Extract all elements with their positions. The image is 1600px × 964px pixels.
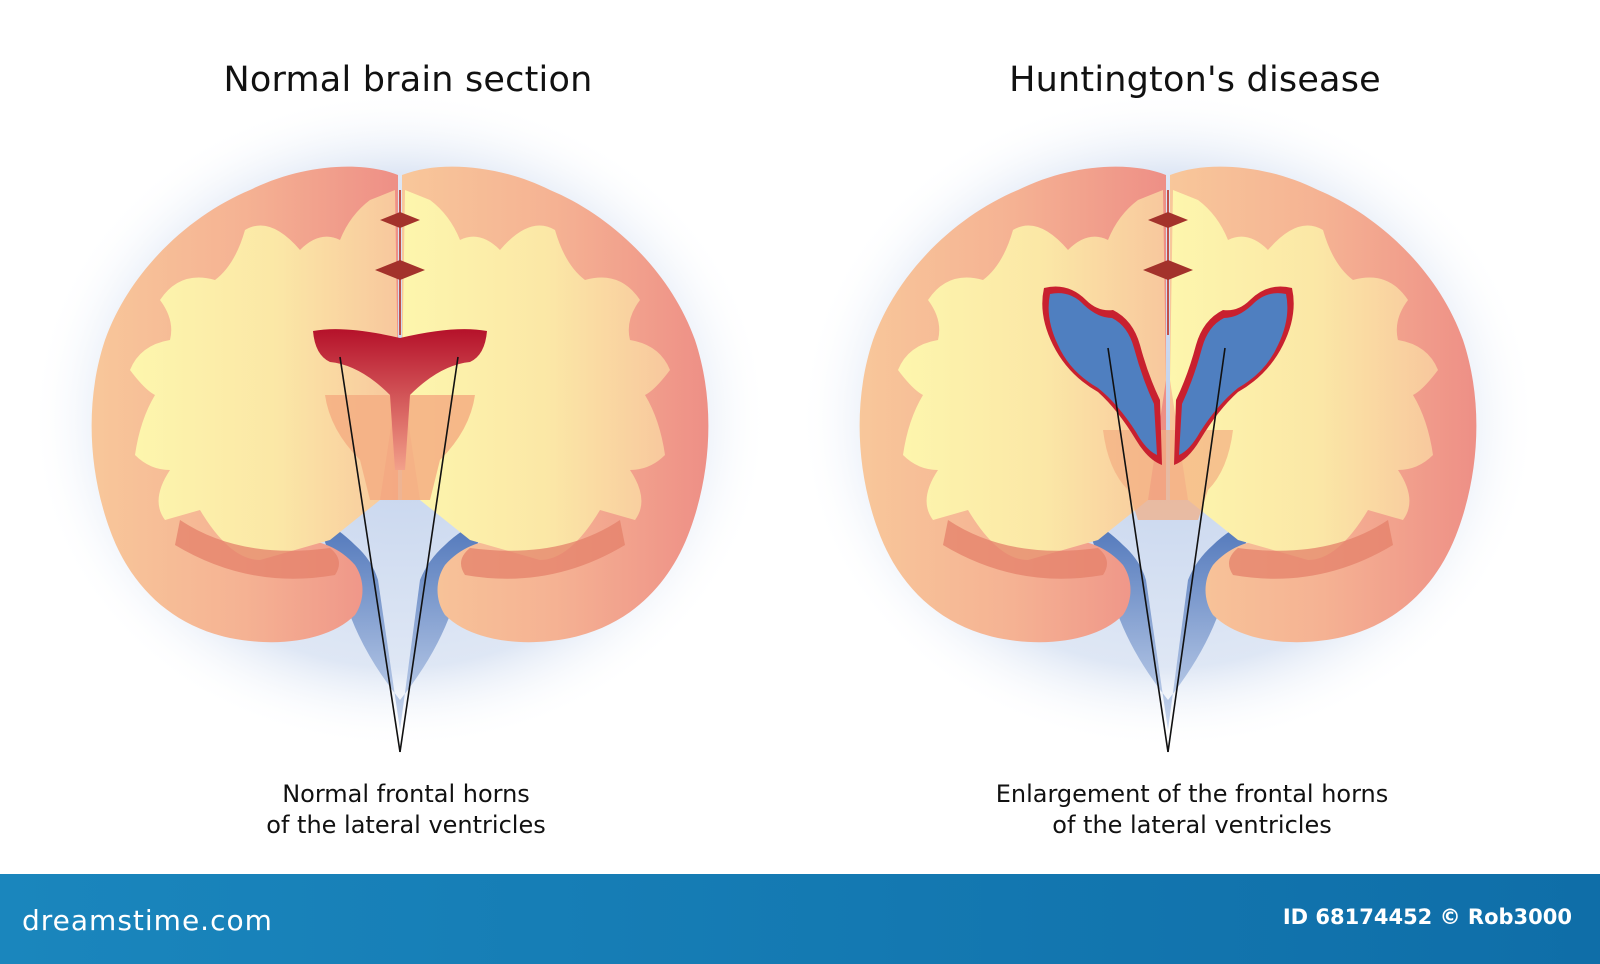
right-temporal-band: [1229, 520, 1393, 579]
right-temporal-band: [461, 520, 625, 579]
normal-frontal-horns: [313, 329, 487, 470]
midline-notch-2: [1143, 260, 1193, 280]
pointer-line-right: [399, 356, 459, 753]
left-temporal-band: [943, 520, 1107, 579]
image-id-credit: ID 68174452 © Rob3000: [1282, 905, 1572, 929]
white-matter-right: [1170, 190, 1438, 560]
caption-line: Enlargement of the frontal horns: [995, 780, 1389, 808]
pointer-line-left: [339, 356, 401, 753]
panel-caption: Normal frontal horns of the lateral vent…: [6, 779, 806, 841]
normal-brain-panel: Normal brain section Normal frontal horn…: [0, 0, 800, 874]
midline-notch-1: [380, 212, 420, 228]
white-matter-right: [402, 190, 670, 560]
pointer-line-right: [1167, 347, 1226, 753]
stock-footer-bar: dreamstime.com ID 68174452 © Rob3000: [0, 874, 1600, 964]
normal-brain-illustration: [30, 90, 770, 753]
caption-line: of the lateral ventricles: [1052, 811, 1332, 839]
panel-caption: Enlargement of the frontal horns of the …: [792, 779, 1592, 841]
huntingtons-brain-panel: Huntington's disease Enlargement of the …: [800, 0, 1600, 874]
pointer-line-left: [1107, 347, 1169, 753]
huntingtons-brain-illustration: [800, 90, 1538, 753]
panel-title: Huntington's disease: [1009, 60, 1381, 100]
midline-notch-2: [375, 260, 425, 280]
midline-notch-1: [1148, 212, 1188, 228]
white-matter-left: [898, 190, 1166, 560]
caption-line: of the lateral ventricles: [266, 811, 546, 839]
left-temporal-band: [175, 520, 339, 579]
white-matter-left: [130, 190, 398, 560]
enlarged-frontal-horn-right: [1179, 293, 1288, 455]
enlarged-frontal-horn-left: [1048, 293, 1157, 455]
panel-title: Normal brain section: [223, 60, 593, 100]
basal-ganglia: [1103, 430, 1233, 520]
stock-logo: dreamstime.com: [22, 904, 273, 937]
caption-line: Normal frontal horns: [282, 780, 530, 808]
